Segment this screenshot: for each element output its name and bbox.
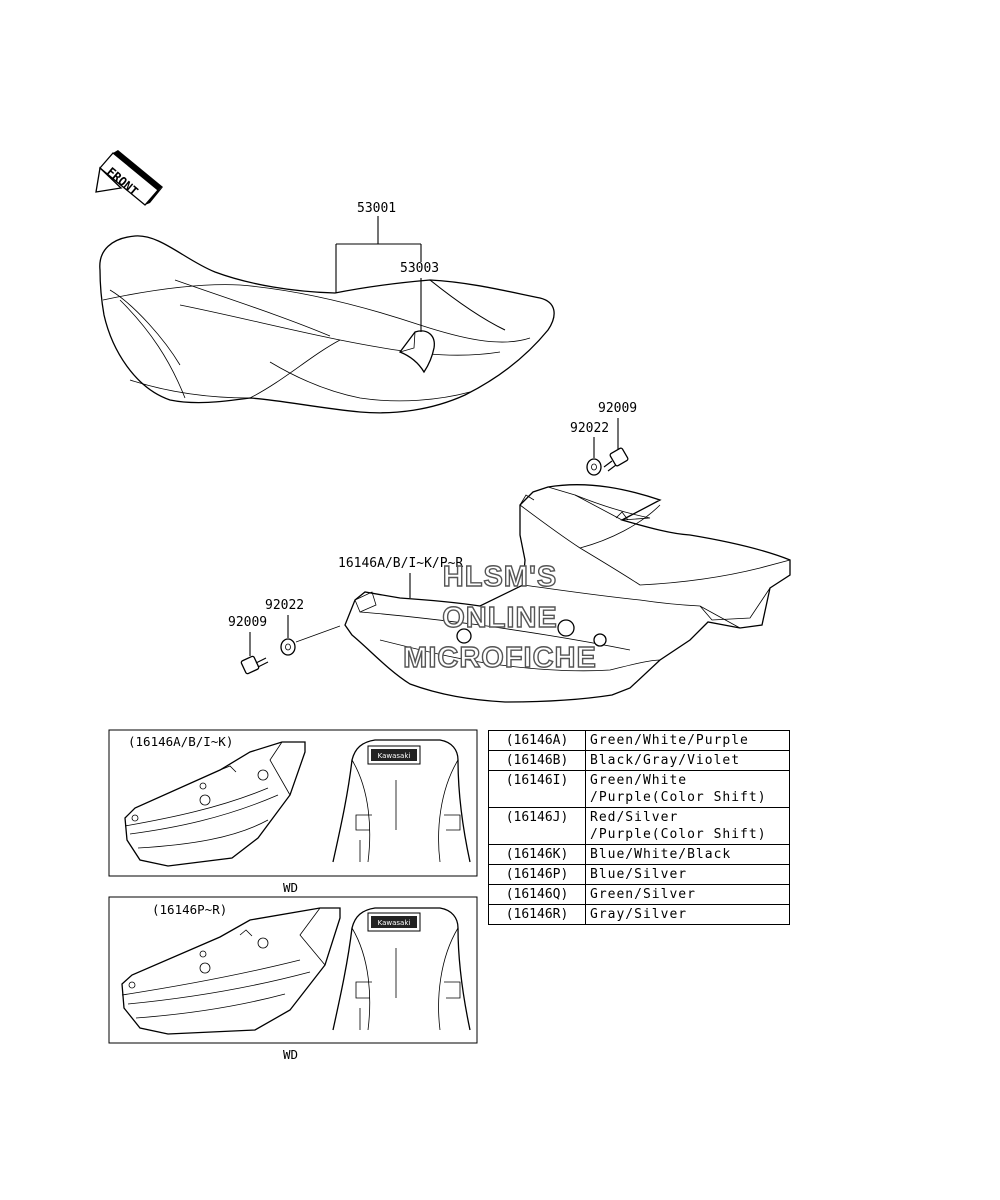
- washer-right-icon: [586, 458, 602, 476]
- color-cell: Blue/White/Black: [585, 844, 790, 865]
- part-code-cell: (16146I): [488, 770, 586, 808]
- panel-2-side-view: [121, 907, 341, 1035]
- washer-left-icon: [280, 638, 296, 656]
- color-table-row: (16146K)Blue/White/Black: [488, 844, 790, 865]
- color-cell: Green/White /Purple(Color Shift): [585, 770, 790, 808]
- bolt-right-callout: 92009: [598, 401, 637, 416]
- color-table-row: (16146I)Green/White /Purple(Color Shift): [488, 770, 790, 808]
- panel-1-caption: WD: [283, 880, 298, 895]
- part-code-cell: (16146R): [488, 904, 586, 925]
- color-cell: Red/Silver /Purple(Color Shift): [585, 807, 790, 845]
- part-code-cell: (16146B): [488, 750, 586, 771]
- panel-1-title: (16146A/B/I~K): [128, 734, 233, 749]
- panel-2-caption: WD: [283, 1047, 298, 1062]
- tail-cover-drawing: [344, 484, 791, 703]
- panel-2-badge: Kawasaki: [378, 919, 411, 927]
- color-table-row: (16146J)Red/Silver /Purple(Color Shift): [488, 807, 790, 845]
- bolt-right-icon: [603, 447, 629, 472]
- panel-1-badge: Kawasaki: [378, 752, 411, 760]
- part-code-cell: (16146A): [488, 730, 586, 751]
- washer-right-callout: 92022: [570, 421, 609, 436]
- color-table-row: (16146R)Gray/Silver: [488, 904, 790, 925]
- detail-panel-2: (16146P~R) Kawasaki WD: [108, 896, 478, 1062]
- front-arrow-icon: FRONT: [95, 150, 163, 206]
- color-table-row: (16146B)Black/Gray/Violet: [488, 750, 790, 771]
- seat-callout: 53001: [357, 201, 396, 216]
- color-cell: Green/White/Purple: [585, 730, 790, 751]
- color-cell: Green/Silver: [585, 884, 790, 905]
- seat-drawing: [99, 235, 555, 414]
- watermark-line-1: HLSM'S: [443, 561, 557, 593]
- seat-emblem-drawing: [398, 330, 435, 374]
- part-code-cell: (16146P): [488, 864, 586, 885]
- panel-1-rear-view: Kawasaki: [332, 739, 471, 863]
- watermark-line-2: ONLINE: [442, 602, 558, 634]
- part-code-cell: (16146Q): [488, 884, 586, 905]
- watermark-line-3: MICROFICHE: [403, 642, 597, 674]
- watermark: HLSM'S ONLINE MICROFICHE: [402, 560, 597, 674]
- panel-2-title: (16146P~R): [152, 902, 227, 917]
- panel-2-rear-view: Kawasaki: [332, 907, 471, 1031]
- color-table-row: (16146A)Green/White/Purple: [488, 730, 790, 751]
- color-code-table: (16146A)Green/White/Purple(16146B)Black/…: [488, 730, 790, 925]
- bolt-left-callout: 92009: [228, 615, 267, 630]
- cover-callout: 16146A/B/I~K/P~R: [338, 556, 463, 571]
- bolt-left-icon: [240, 655, 269, 675]
- color-table-row: (16146Q)Green/Silver: [488, 884, 790, 905]
- color-cell: Black/Gray/Violet: [585, 750, 790, 771]
- washer-left-callout: 92022: [265, 598, 304, 613]
- color-cell: Blue/Silver: [585, 864, 790, 885]
- seat-emblem-callout: 53003: [400, 261, 439, 276]
- part-code-cell: (16146K): [488, 844, 586, 865]
- part-code-cell: (16146J): [488, 807, 586, 845]
- detail-panel-1: (16146A/B/I~K) Kawasaki WD: [108, 729, 478, 895]
- panel-1-side-view: [124, 741, 306, 867]
- color-cell: Gray/Silver: [585, 904, 790, 925]
- color-table-row: (16146P)Blue/Silver: [488, 864, 790, 885]
